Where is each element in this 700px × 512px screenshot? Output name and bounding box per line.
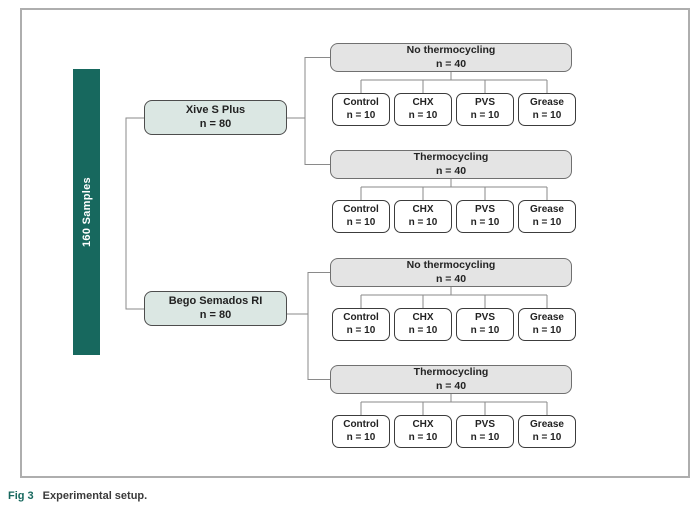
leaf-n: n = 10 bbox=[346, 109, 376, 121]
group-box-no-thermocycling-1: No thermocycling n = 40 bbox=[330, 43, 572, 72]
leaf-n: n = 10 bbox=[346, 324, 376, 336]
leaf-n: n = 10 bbox=[532, 216, 562, 228]
leaf-label: CHX bbox=[412, 204, 434, 215]
leaf-box-chx: CHX n = 10 bbox=[394, 415, 452, 448]
leaf-label: Grease bbox=[530, 204, 564, 215]
leaf-n: n = 10 bbox=[532, 324, 562, 336]
leaf-n: n = 10 bbox=[408, 216, 438, 228]
leaf-label: CHX bbox=[412, 419, 434, 430]
implant-n: n = 80 bbox=[199, 117, 232, 130]
leaf-n: n = 10 bbox=[346, 431, 376, 443]
leaf-label: Control bbox=[343, 97, 379, 108]
leaf-box-grease: Grease n = 10 bbox=[518, 200, 576, 233]
figure-caption: Fig 3 Experimental setup. bbox=[8, 490, 147, 502]
leaf-n: n = 10 bbox=[346, 216, 376, 228]
implant-label: Bego Semados RI bbox=[168, 294, 263, 307]
leaf-label: PVS bbox=[474, 97, 495, 108]
group-box-thermocycling-1: Thermocycling n = 40 bbox=[330, 150, 572, 179]
leaf-n: n = 10 bbox=[470, 109, 500, 121]
leaf-label: PVS bbox=[474, 204, 495, 215]
group-3-connector bbox=[360, 394, 548, 415]
leaf-label: Grease bbox=[530, 312, 564, 323]
leaf-label: PVS bbox=[474, 312, 495, 323]
leaf-n: n = 10 bbox=[470, 216, 500, 228]
right-bracket-xive-line bbox=[287, 56, 330, 166]
right-bracket-bego-line bbox=[287, 271, 330, 381]
leaf-box-control: Control n = 10 bbox=[332, 308, 390, 341]
leaf-box-chx: CHX n = 10 bbox=[394, 308, 452, 341]
leaf-n: n = 10 bbox=[532, 109, 562, 121]
leaf-n: n = 10 bbox=[408, 109, 438, 121]
group-0-connector bbox=[360, 72, 548, 93]
group-box-thermocycling-2: Thermocycling n = 40 bbox=[330, 365, 572, 394]
leaf-box-pvs: PVS n = 10 bbox=[456, 415, 514, 448]
leaf-box-grease: Grease n = 10 bbox=[518, 415, 576, 448]
group-1-connector bbox=[360, 179, 548, 200]
leaf-n: n = 10 bbox=[470, 324, 500, 336]
leaf-box-pvs: PVS n = 10 bbox=[456, 200, 514, 233]
leaf-label: Grease bbox=[530, 97, 564, 108]
group-2-connector bbox=[360, 287, 548, 308]
total-samples-label: 160 Samples bbox=[80, 177, 93, 247]
leaf-n: n = 10 bbox=[470, 431, 500, 443]
group-n: n = 40 bbox=[435, 57, 467, 70]
leaf-label: CHX bbox=[412, 312, 434, 323]
group-n: n = 40 bbox=[435, 164, 467, 177]
group-box-no-thermocycling-2: No thermocycling n = 40 bbox=[330, 258, 572, 287]
leaf-box-grease: Grease n = 10 bbox=[518, 93, 576, 126]
figure-caption-label: Fig 3 bbox=[8, 490, 34, 502]
implant-label: Xive S Plus bbox=[185, 103, 246, 116]
group-label: Thermocycling bbox=[413, 151, 489, 164]
leaf-box-chx: CHX n = 10 bbox=[394, 93, 452, 126]
leaf-box-pvs: PVS n = 10 bbox=[456, 308, 514, 341]
leaf-label: Control bbox=[343, 419, 379, 430]
leaf-box-control: Control n = 10 bbox=[332, 415, 390, 448]
figure-frame bbox=[20, 8, 690, 478]
implant-box-xive: Xive S Plus n = 80 bbox=[144, 100, 287, 135]
figure-caption-text: Experimental setup. bbox=[42, 490, 148, 502]
leaf-label: PVS bbox=[474, 419, 495, 430]
leaf-box-control: Control n = 10 bbox=[332, 93, 390, 126]
leaf-label: Control bbox=[343, 312, 379, 323]
group-label: Thermocycling bbox=[413, 366, 489, 379]
leaf-box-pvs: PVS n = 10 bbox=[456, 93, 514, 126]
leaf-label: Control bbox=[343, 204, 379, 215]
leaf-n: n = 10 bbox=[408, 324, 438, 336]
leaf-label: CHX bbox=[412, 97, 434, 108]
group-label: No thermocycling bbox=[406, 259, 496, 272]
implant-box-bego: Bego Semados RI n = 80 bbox=[144, 291, 287, 326]
implant-n: n = 80 bbox=[199, 308, 232, 321]
leaf-n: n = 10 bbox=[532, 431, 562, 443]
leaf-box-control: Control n = 10 bbox=[332, 200, 390, 233]
leaf-label: Grease bbox=[530, 419, 564, 430]
total-samples-bar: 160 Samples bbox=[73, 69, 100, 355]
group-n: n = 40 bbox=[435, 379, 467, 392]
group-label: No thermocycling bbox=[406, 44, 496, 57]
leaf-n: n = 10 bbox=[408, 431, 438, 443]
group-n: n = 40 bbox=[435, 272, 467, 285]
left-bracket-line bbox=[125, 117, 144, 310]
leaf-box-chx: CHX n = 10 bbox=[394, 200, 452, 233]
leaf-box-grease: Grease n = 10 bbox=[518, 308, 576, 341]
